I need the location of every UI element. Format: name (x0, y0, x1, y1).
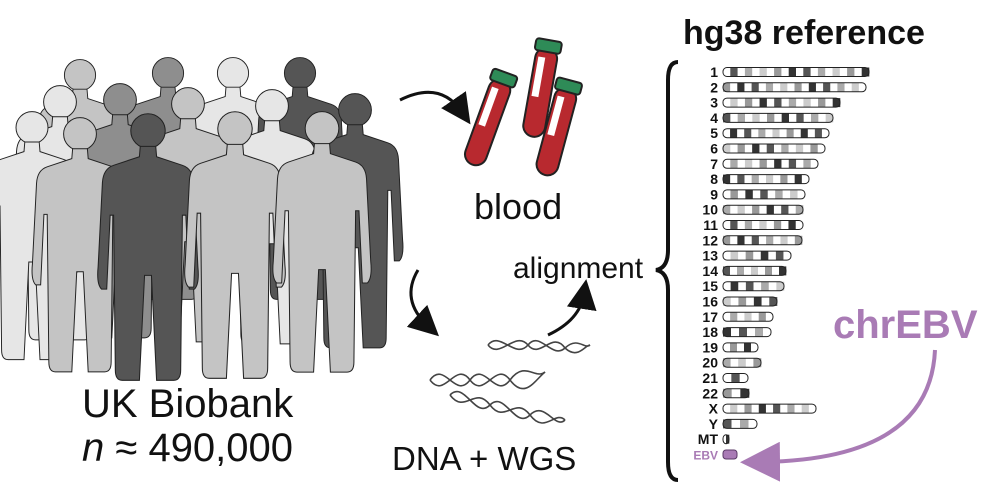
chromosome-bar (722, 281, 785, 292)
chromosome-bar (722, 449, 738, 460)
alignment-label: alignment (513, 252, 644, 285)
chromosome-label: 17 (702, 309, 718, 325)
chromosome-bar (722, 311, 774, 322)
chromosome-bar (722, 220, 804, 230)
chromosome-bar (722, 418, 758, 429)
chromosome-bar (722, 373, 749, 383)
blood-tubes-icon (463, 37, 583, 177)
crowd-silhouettes (0, 57, 404, 381)
chromosome-label: MT (698, 431, 719, 447)
chromosome-label: 7 (710, 156, 718, 172)
arrow-crowd-to-blood (399, 90, 471, 125)
blood-label: blood (474, 186, 563, 227)
chromosome-bar (722, 296, 778, 307)
chromosome-bar (722, 357, 762, 368)
chromosome-label: 5 (710, 125, 718, 141)
chromosome-bar (722, 265, 787, 276)
chromosome-label: 22 (702, 385, 718, 401)
reference-brace (655, 60, 679, 482)
chromosome-label: 15 (702, 278, 718, 294)
arrow-blood-to-dna (406, 269, 439, 337)
arrow-chrebv-to-ebv (740, 349, 937, 482)
chromosome-label: 12 (702, 232, 718, 248)
reference-title: hg38 reference (683, 14, 925, 52)
chromosome-label: 3 (710, 95, 718, 111)
chromosome-label: 13 (702, 248, 718, 264)
chromosome-label: 6 (710, 141, 718, 157)
chromosome-bar (722, 250, 792, 261)
chromosome-bar (722, 158, 819, 169)
chromosome-bar (722, 327, 772, 338)
n-value: ≈ 490,000 (115, 426, 294, 470)
cohort-name: UK Biobank (82, 382, 294, 426)
chromosome-bar (722, 97, 841, 108)
chromosome-bar (722, 388, 750, 399)
arrow-dna-to-alignment (547, 279, 597, 337)
chrebv-label: chrEBV (833, 303, 978, 347)
chromosome-label: 16 (702, 294, 718, 310)
dna-wgs-label: DNA + WGS (392, 440, 577, 477)
chromosome-label: 4 (710, 110, 718, 126)
chromosome-label: 19 (702, 339, 718, 355)
chromosome-bar (722, 189, 806, 200)
chromosome-label: 21 (702, 370, 718, 386)
chromosome-bar (722, 82, 867, 93)
n-symbol: n (82, 426, 105, 470)
chromosome-bar (722, 342, 759, 353)
chromosome-bar (722, 112, 834, 123)
chromosome-label: EBV (693, 449, 718, 463)
chromosome-bar (722, 403, 817, 414)
chromosome-label: 10 (702, 202, 718, 218)
chromosome-bar (722, 235, 803, 246)
chromosome-label: 18 (702, 324, 718, 340)
chromosome-label: X (709, 401, 719, 417)
chromosome-bar (722, 434, 730, 445)
chromosome-bar (722, 67, 870, 77)
chromosome-label: 2 (710, 79, 718, 95)
dna-helix-icon (429, 339, 591, 424)
chromosome-label: 11 (703, 217, 718, 233)
chromosome-bar (722, 128, 830, 139)
chromosome-label: 8 (710, 171, 718, 187)
chromosome-bar (722, 204, 804, 215)
chromosome-label: 9 (710, 186, 718, 202)
chromosome-ideogram: 12345678910111213141516171819202122XYMTE… (693, 64, 870, 463)
chromosome-label: 1 (710, 64, 718, 80)
chromosome-label: 20 (702, 355, 718, 371)
chromosome-bar (722, 143, 826, 154)
chromosome-bar (722, 174, 810, 185)
chromosome-label: Y (709, 416, 719, 432)
chromosome-label: 14 (702, 263, 718, 279)
cohort-size: n ≈ 490,000 (82, 426, 293, 471)
